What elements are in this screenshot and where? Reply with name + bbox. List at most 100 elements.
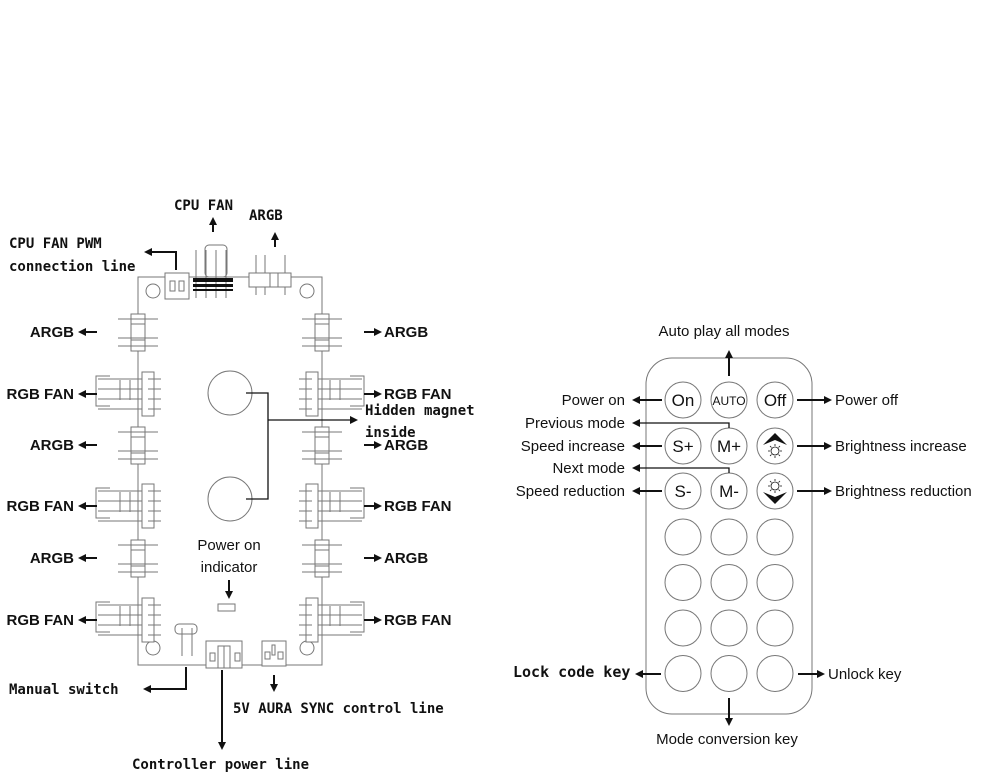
mount-hole (299, 283, 315, 299)
port-label-right: RGB FAN (384, 386, 452, 403)
on-button[interactable]: On (664, 381, 702, 419)
port-label-right: ARGB (384, 437, 428, 454)
remote-blank-button[interactable] (710, 655, 748, 692)
rgb-fan-port-right (299, 483, 365, 529)
svg-text:AUTO: AUTO (712, 394, 745, 408)
rgb-fan-port-right (299, 371, 365, 417)
remote-blank-button[interactable] (756, 564, 794, 601)
mount-hole (145, 640, 161, 656)
svg-text:M+: M+ (717, 437, 741, 456)
argb-port-right (302, 539, 342, 578)
cpu-pwm-connector (164, 272, 190, 300)
port-label-left: RGB FAN (7, 498, 75, 515)
remote-control: On AUTO Off S+ M+ (645, 357, 813, 715)
magnet-label-1: Hidden magnet (365, 403, 475, 419)
power-indicator-label-2: indicator (201, 559, 258, 576)
off-button[interactable]: Off (756, 381, 794, 419)
aura-sync-connector (261, 640, 287, 667)
port-label-right: RGB FAN (384, 612, 452, 629)
svg-text:On: On (672, 391, 695, 410)
remote-blank-button[interactable] (756, 609, 794, 647)
mount-hole (145, 283, 161, 299)
controller-board (95, 244, 365, 669)
remote-blank-button[interactable] (756, 518, 794, 556)
board-outline (138, 276, 323, 666)
speed-down-button[interactable]: S- (664, 472, 702, 510)
argb-port-left (118, 313, 158, 352)
rgb-fan-port-left (95, 483, 161, 529)
cpu-fan-connector (193, 244, 233, 298)
power-off-label: Power off (835, 392, 899, 409)
magnet-leader (246, 392, 269, 500)
rgb-fan-port-right (299, 597, 365, 643)
svg-text:Off: Off (764, 391, 787, 410)
magnet (207, 370, 253, 416)
manual-switch-connector (174, 623, 198, 656)
manual-switch-arrow (143, 667, 187, 693)
argb-top-label: ARGB (249, 208, 283, 224)
cpu-pwm-label-1: CPU FAN PWM (9, 236, 102, 252)
remote-blank-button[interactable] (664, 655, 702, 692)
magnet (207, 476, 253, 522)
svg-text:S-: S- (675, 482, 692, 501)
remote-blank-button[interactable] (664, 609, 702, 647)
argb-top-connector (248, 255, 292, 295)
brightness-down-icon (763, 479, 787, 504)
brightness-up-button[interactable] (756, 427, 794, 465)
argb-port-left (118, 426, 158, 465)
mode-up-button[interactable]: M+ (710, 427, 748, 465)
argb-port-right (302, 426, 342, 465)
port-label-left: ARGB (30, 437, 74, 454)
aura-sync-label: 5V AURA SYNC control line (233, 701, 444, 717)
svg-text:M-: M- (719, 482, 739, 501)
lock-code-key-label: Lock code key (513, 663, 630, 681)
auto-button[interactable]: AUTO (710, 381, 748, 419)
manual-switch-label: Manual switch (9, 682, 119, 698)
port-label-right: ARGB (384, 324, 428, 341)
next-mode-label: Next mode (552, 460, 625, 477)
remote-blank-button[interactable] (756, 655, 794, 692)
brightness-increase-label: Brightness increase (835, 438, 967, 455)
port-label-left: RGB FAN (7, 612, 75, 629)
previous-mode-label: Previous mode (525, 415, 625, 432)
next-mode-arrow (632, 464, 730, 473)
magnet-label-2: inside (365, 425, 416, 441)
remote-blank-button[interactable] (664, 518, 702, 556)
cpu-fan-label: CPU FAN (174, 198, 233, 214)
remote-blank-button[interactable] (664, 564, 702, 601)
mode-down-button[interactable]: M- (710, 472, 748, 510)
port-label-left: ARGB (30, 324, 74, 341)
controller-power-label: Controller power line (132, 757, 309, 773)
mode-conversion-key-label: Mode conversion key (656, 731, 798, 748)
cpu-pwm-label-2: connection line (9, 259, 135, 275)
argb-port-right (302, 313, 342, 352)
brightness-down-button[interactable] (756, 472, 794, 510)
argb-port-left (118, 539, 158, 578)
brightness-reduction-label: Brightness reduction (835, 483, 972, 500)
port-label-left: RGB FAN (7, 386, 75, 403)
power-indicator-label-1: Power on (197, 537, 260, 554)
remote-blank-button[interactable] (710, 564, 748, 601)
unlock-key-label: Unlock key (828, 666, 902, 683)
speed-up-button[interactable]: S+ (664, 427, 702, 465)
speed-reduction-label: Speed reduction (516, 483, 625, 500)
auto-play-label: Auto play all modes (659, 323, 790, 340)
mount-hole (299, 640, 315, 656)
svg-text:S+: S+ (672, 437, 693, 456)
rgb-fan-port-left (95, 597, 161, 643)
power-on-label: Power on (562, 392, 625, 409)
speed-increase-label: Speed increase (521, 438, 625, 455)
previous-mode-arrow (632, 419, 730, 428)
rgb-fan-port-left (95, 371, 161, 417)
port-label-right: RGB FAN (384, 498, 452, 515)
power-led (217, 603, 236, 612)
controller-power-connector (205, 640, 243, 669)
brightness-up-icon (763, 433, 787, 458)
cpu-pwm-arrow (144, 248, 177, 270)
port-label-right: ARGB (384, 550, 428, 567)
board-edge (137, 276, 323, 666)
remote-blank-button[interactable] (710, 518, 748, 556)
port-label-left: ARGB (30, 550, 74, 567)
remote-blank-button[interactable] (710, 609, 748, 647)
